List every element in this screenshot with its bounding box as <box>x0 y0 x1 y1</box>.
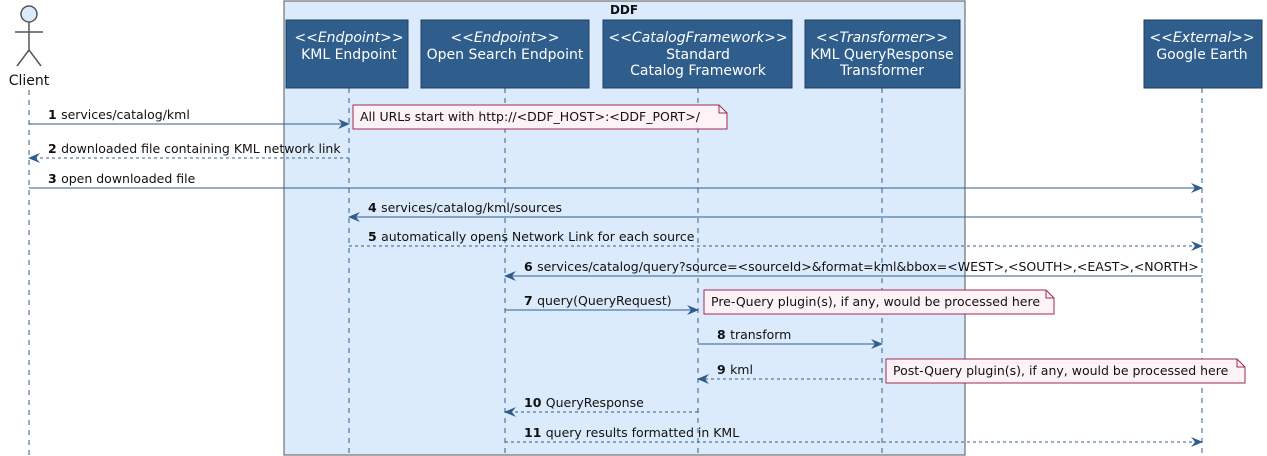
message-6: 6 services/catalog/query?source=<sourceI… <box>504 259 1202 281</box>
note-fold <box>1045 290 1054 299</box>
note-fold <box>718 105 727 114</box>
participant-name: Open Search Endpoint <box>427 47 584 63</box>
participant-name: Transformer <box>839 63 924 79</box>
note-shape <box>703 289 1055 315</box>
note-text: Pre-Query plugin(s), if any, would be pr… <box>711 294 1040 309</box>
message-label: 4 services/catalog/kml/sources <box>368 200 562 215</box>
note-fold <box>1236 359 1245 368</box>
message-2: 2 downloaded file containing KML network… <box>28 141 349 163</box>
note-shape <box>885 358 1246 384</box>
message-label: 8 transform <box>717 327 791 342</box>
participant-stereotype: <<Transformer>> <box>816 30 948 46</box>
message-10: 10 QueryResponse <box>504 395 698 417</box>
message-7: 7 query(QueryRequest) <box>505 293 699 315</box>
message-label: 5 automatically opens Network Link for e… <box>368 229 695 244</box>
message-1: 1 services/catalog/kml <box>29 107 350 129</box>
participant-stereotype: <<Endpoint>> <box>294 30 403 46</box>
note-1: All URLs start with http://<DDF_HOST>:<D… <box>352 104 728 130</box>
participant-stereotype: <<Endpoint>> <box>450 30 559 46</box>
participant-box <box>1143 19 1263 89</box>
note-shape <box>352 104 728 130</box>
message-label: 2 downloaded file containing KML network… <box>48 141 341 156</box>
message-label: 10 QueryResponse <box>524 395 644 410</box>
participant-ge: <<External>>Google Earth <box>1143 19 1263 89</box>
message-label: 1 services/catalog/kml <box>48 107 190 122</box>
message-9: 9 kml <box>697 362 882 384</box>
participant-box <box>602 19 793 89</box>
participant-name: KML Endpoint <box>301 47 397 63</box>
message-5: 5 automatically opens Network Link for e… <box>349 229 1203 251</box>
message-label: 7 query(QueryRequest) <box>524 293 672 308</box>
ddf-box-title: DDF <box>610 3 638 17</box>
message-label: 11 query results formatted in KML <box>524 425 739 440</box>
participant-os: <<Endpoint>>Open Search Endpoint <box>420 19 590 89</box>
participant-stereotype: <<CatalogFramework>> <box>608 30 787 46</box>
note-3: Post-Query plugin(s), if any, would be p… <box>885 358 1246 384</box>
message-label: 9 kml <box>717 362 753 377</box>
participant-name: Catalog Framework <box>630 63 767 79</box>
note-text: Post-Query plugin(s), if any, would be p… <box>893 363 1229 378</box>
message-label: 3 open downloaded file <box>48 171 196 186</box>
message-label: 6 services/catalog/query?source=<sourceI… <box>524 259 1199 274</box>
person-icon <box>15 5 43 67</box>
participant-box <box>804 19 961 89</box>
participant-box <box>420 19 590 89</box>
note-2: Pre-Query plugin(s), if any, would be pr… <box>703 289 1055 315</box>
participant-tr: <<Transformer>>KML QueryResponseTransfor… <box>804 19 961 89</box>
participant-box <box>285 19 409 89</box>
message-4: 4 services/catalog/kml/sources <box>348 200 1202 222</box>
actor-label: Client <box>9 73 50 89</box>
note-text: All URLs start with http://<DDF_HOST>:<D… <box>360 109 701 124</box>
participant-name: Google Earth <box>1156 47 1247 63</box>
participant-name: KML QueryResponse <box>810 47 953 63</box>
message-8: 8 transform <box>698 327 883 349</box>
participant-kml: <<Endpoint>>KML Endpoint <box>285 19 409 89</box>
message-11: 11 query results formatted in KML <box>505 425 1203 447</box>
client-actor: Client <box>9 5 50 89</box>
participant-stereotype: <<External>> <box>1149 30 1254 46</box>
message-3: 3 open downloaded file <box>29 171 1203 193</box>
participant-name: Standard <box>666 47 730 63</box>
